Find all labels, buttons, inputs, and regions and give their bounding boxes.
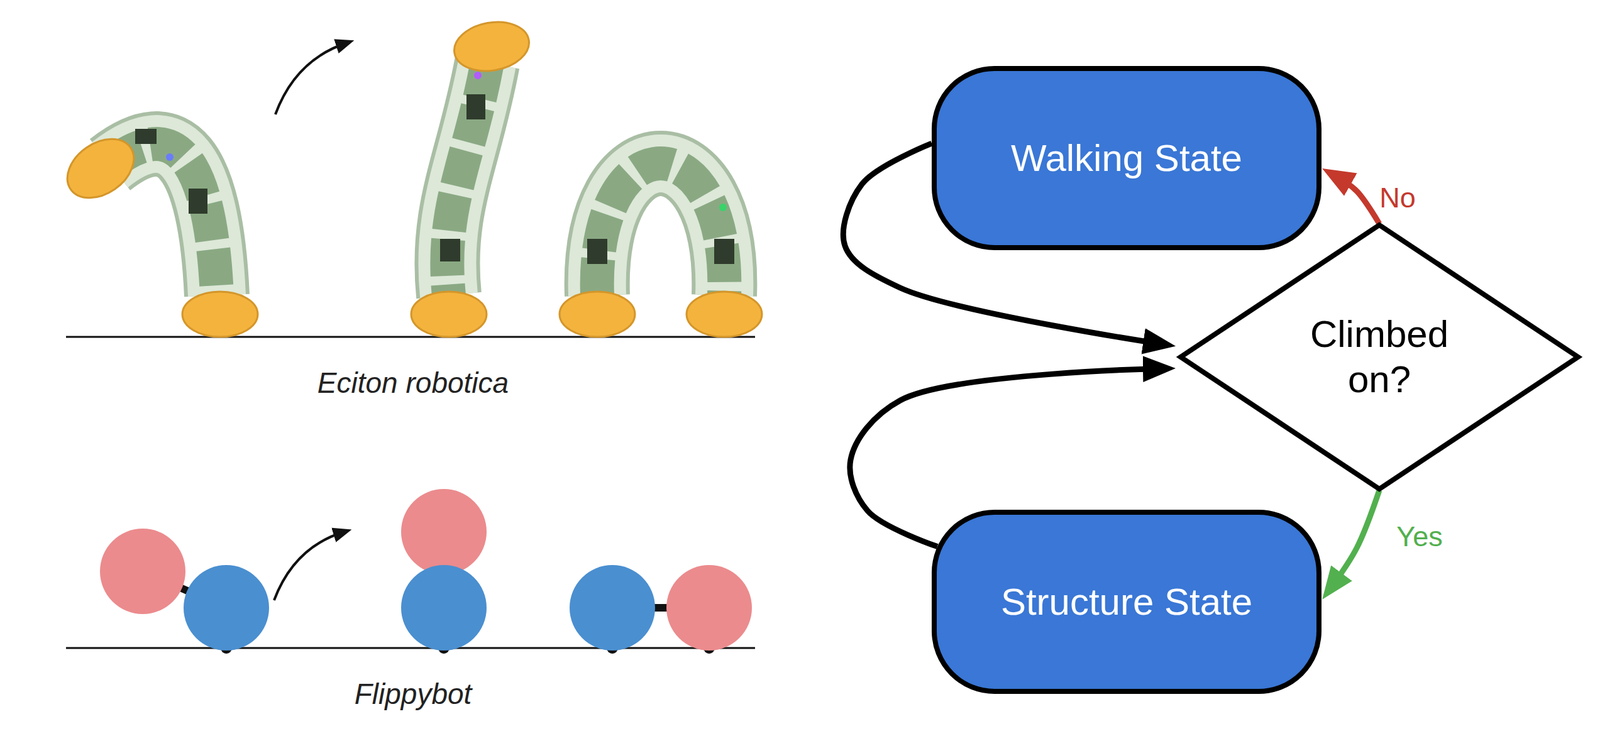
- free-module: [401, 489, 487, 575]
- robot-led: [474, 71, 482, 80]
- node-text-group: Climbed on?: [1288, 311, 1471, 403]
- flippybot-end: [569, 565, 752, 654]
- robot-foot: [411, 291, 487, 337]
- node-text-group: Walking State: [1010, 135, 1243, 182]
- pinned-module: [401, 565, 487, 651]
- motion-arrow: [274, 531, 345, 601]
- motion-arrow: [275, 42, 348, 115]
- figure-label: Flippybot: [354, 677, 473, 712]
- ground-line: [66, 647, 756, 650]
- robot-led: [165, 153, 174, 161]
- node-label: Walking State: [1010, 135, 1243, 182]
- flippybot-middle: [401, 489, 487, 654]
- robot-foot: [56, 126, 146, 210]
- diamond-outline: [1178, 222, 1581, 492]
- decision-diamond: Climbed on?: [1178, 222, 1581, 492]
- robot-chip: [440, 238, 461, 262]
- state-box: Walking State: [931, 66, 1322, 251]
- flow-arrow: [1333, 174, 1380, 224]
- flow-arrow: [1329, 490, 1380, 590]
- edge-label: Yes: [1393, 520, 1445, 554]
- free-module: [666, 565, 752, 651]
- robot-bent: [56, 126, 258, 337]
- robot-shell-outline: [597, 163, 725, 296]
- robot-chip: [714, 238, 735, 265]
- flippybot-start: [99, 528, 270, 654]
- node-label: Climbed on?: [1288, 311, 1471, 403]
- diamond-shape: [1180, 225, 1578, 490]
- robot-foot: [686, 291, 762, 337]
- node-text-group: Structure State: [1000, 579, 1253, 625]
- edge-label: No: [1376, 181, 1419, 215]
- pinned-module: [569, 565, 656, 651]
- robot-chip: [188, 188, 208, 214]
- robot-arch: [559, 163, 762, 337]
- figure-label: Eciton robotica: [317, 365, 509, 400]
- robot-foot: [559, 291, 635, 337]
- robot-chip: [466, 94, 486, 120]
- state-box: Structure State: [931, 509, 1322, 695]
- robot-chip: [587, 238, 608, 265]
- robot-led: [719, 203, 727, 212]
- free-module: [99, 528, 186, 615]
- robot-foot: [182, 291, 258, 337]
- robot-upright: [411, 16, 534, 337]
- robot-circuit-board: [597, 163, 725, 296]
- node-label: Structure State: [1000, 579, 1253, 625]
- robot-shell: [597, 163, 725, 296]
- robot-foot: [450, 16, 533, 77]
- ground-line: [66, 336, 756, 339]
- robot-chip: [135, 128, 157, 144]
- pinned-module: [183, 565, 270, 651]
